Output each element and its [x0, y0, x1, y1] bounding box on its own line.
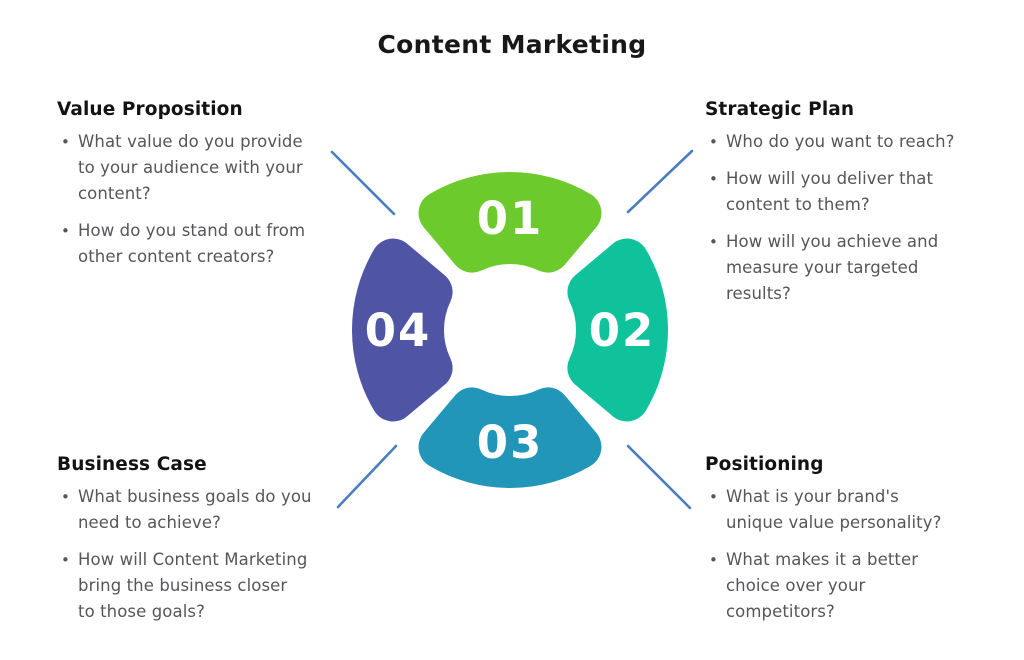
bullet-text: What value do you provide to your audien… — [78, 132, 303, 203]
segment-01-number: 01 — [477, 192, 544, 245]
bullet-icon: • — [61, 133, 70, 151]
bullet-list: • What is your brand's unique value perso… — [705, 484, 965, 625]
segment-04-number: 04 — [365, 304, 432, 357]
bullet-text: How will Content Marketing bring the bus… — [78, 550, 308, 621]
page-title: Content Marketing — [377, 30, 647, 59]
bullet-icon: • — [709, 488, 718, 506]
connector-line-top-right — [626, 149, 694, 214]
section-positioning: Positioning • What is your brand's unique… — [705, 454, 965, 636]
section-heading: Positioning — [705, 454, 824, 475]
section-heading: Strategic Plan — [705, 99, 855, 120]
segment-03-arc — [418, 387, 602, 489]
bullet-item: • How will Content Marketing bring the bu… — [57, 547, 342, 625]
bullet-icon: • — [61, 488, 70, 506]
bullet-text: Who do you want to reach? — [726, 132, 955, 151]
bullet-item: • Who do you want to reach? — [705, 129, 973, 155]
connector-line-bottom-right — [626, 444, 692, 510]
bullet-list: • What business goals do you need to achi… — [57, 484, 342, 625]
bullet-text: How will you achieve and measure your ta… — [726, 232, 939, 303]
bullet-icon: • — [709, 551, 718, 569]
segment-02-arc — [567, 238, 669, 422]
bullet-item: • What business goals do you need to achi… — [57, 484, 342, 536]
section-strategic-plan: Strategic Plan • Who do you want to reach… — [705, 99, 973, 318]
section-value-proposition: Value Proposition • What value do you pro… — [57, 99, 335, 281]
bullet-icon: • — [709, 133, 718, 151]
bullet-item: • What is your brand's unique value perso… — [705, 484, 965, 536]
bullet-item: • What value do you provide to your audie… — [57, 129, 335, 207]
bullet-item: • How do you stand out from other content… — [57, 218, 335, 270]
bullet-text: How do you stand out from other content … — [78, 221, 306, 266]
connector-line-bottom-left — [336, 444, 398, 509]
section-business-case: Business Case • What business goals do yo… — [57, 454, 342, 636]
bullet-icon: • — [709, 170, 718, 188]
bullet-item: • How will you deliver that content to th… — [705, 166, 973, 218]
segment-01-arc — [418, 171, 602, 273]
bullet-item: • What makes it a better choice over your… — [705, 547, 965, 625]
bullet-item: • How will you achieve and measure your t… — [705, 229, 973, 307]
section-heading: Value Proposition — [57, 99, 243, 120]
bullet-text: How will you deliver that content to the… — [726, 169, 934, 214]
connector-line-top-left — [330, 150, 396, 216]
bullet-icon: • — [61, 551, 70, 569]
section-heading: Business Case — [57, 454, 207, 475]
bullet-list: • What value do you provide to your audie… — [57, 129, 335, 270]
bullet-text: What business goals do you need to achie… — [78, 487, 312, 532]
bullet-text: What makes it a better choice over your … — [726, 550, 919, 621]
bullet-icon: • — [61, 222, 70, 240]
bullet-icon: • — [709, 233, 718, 251]
bullet-text: What is your brand's unique value person… — [726, 487, 942, 532]
segment-03-number: 03 — [477, 416, 544, 469]
segment-04-arc — [351, 238, 453, 422]
bullet-list: • Who do you want to reach? • How will you … — [705, 129, 973, 307]
segment-02-number: 02 — [589, 304, 656, 357]
